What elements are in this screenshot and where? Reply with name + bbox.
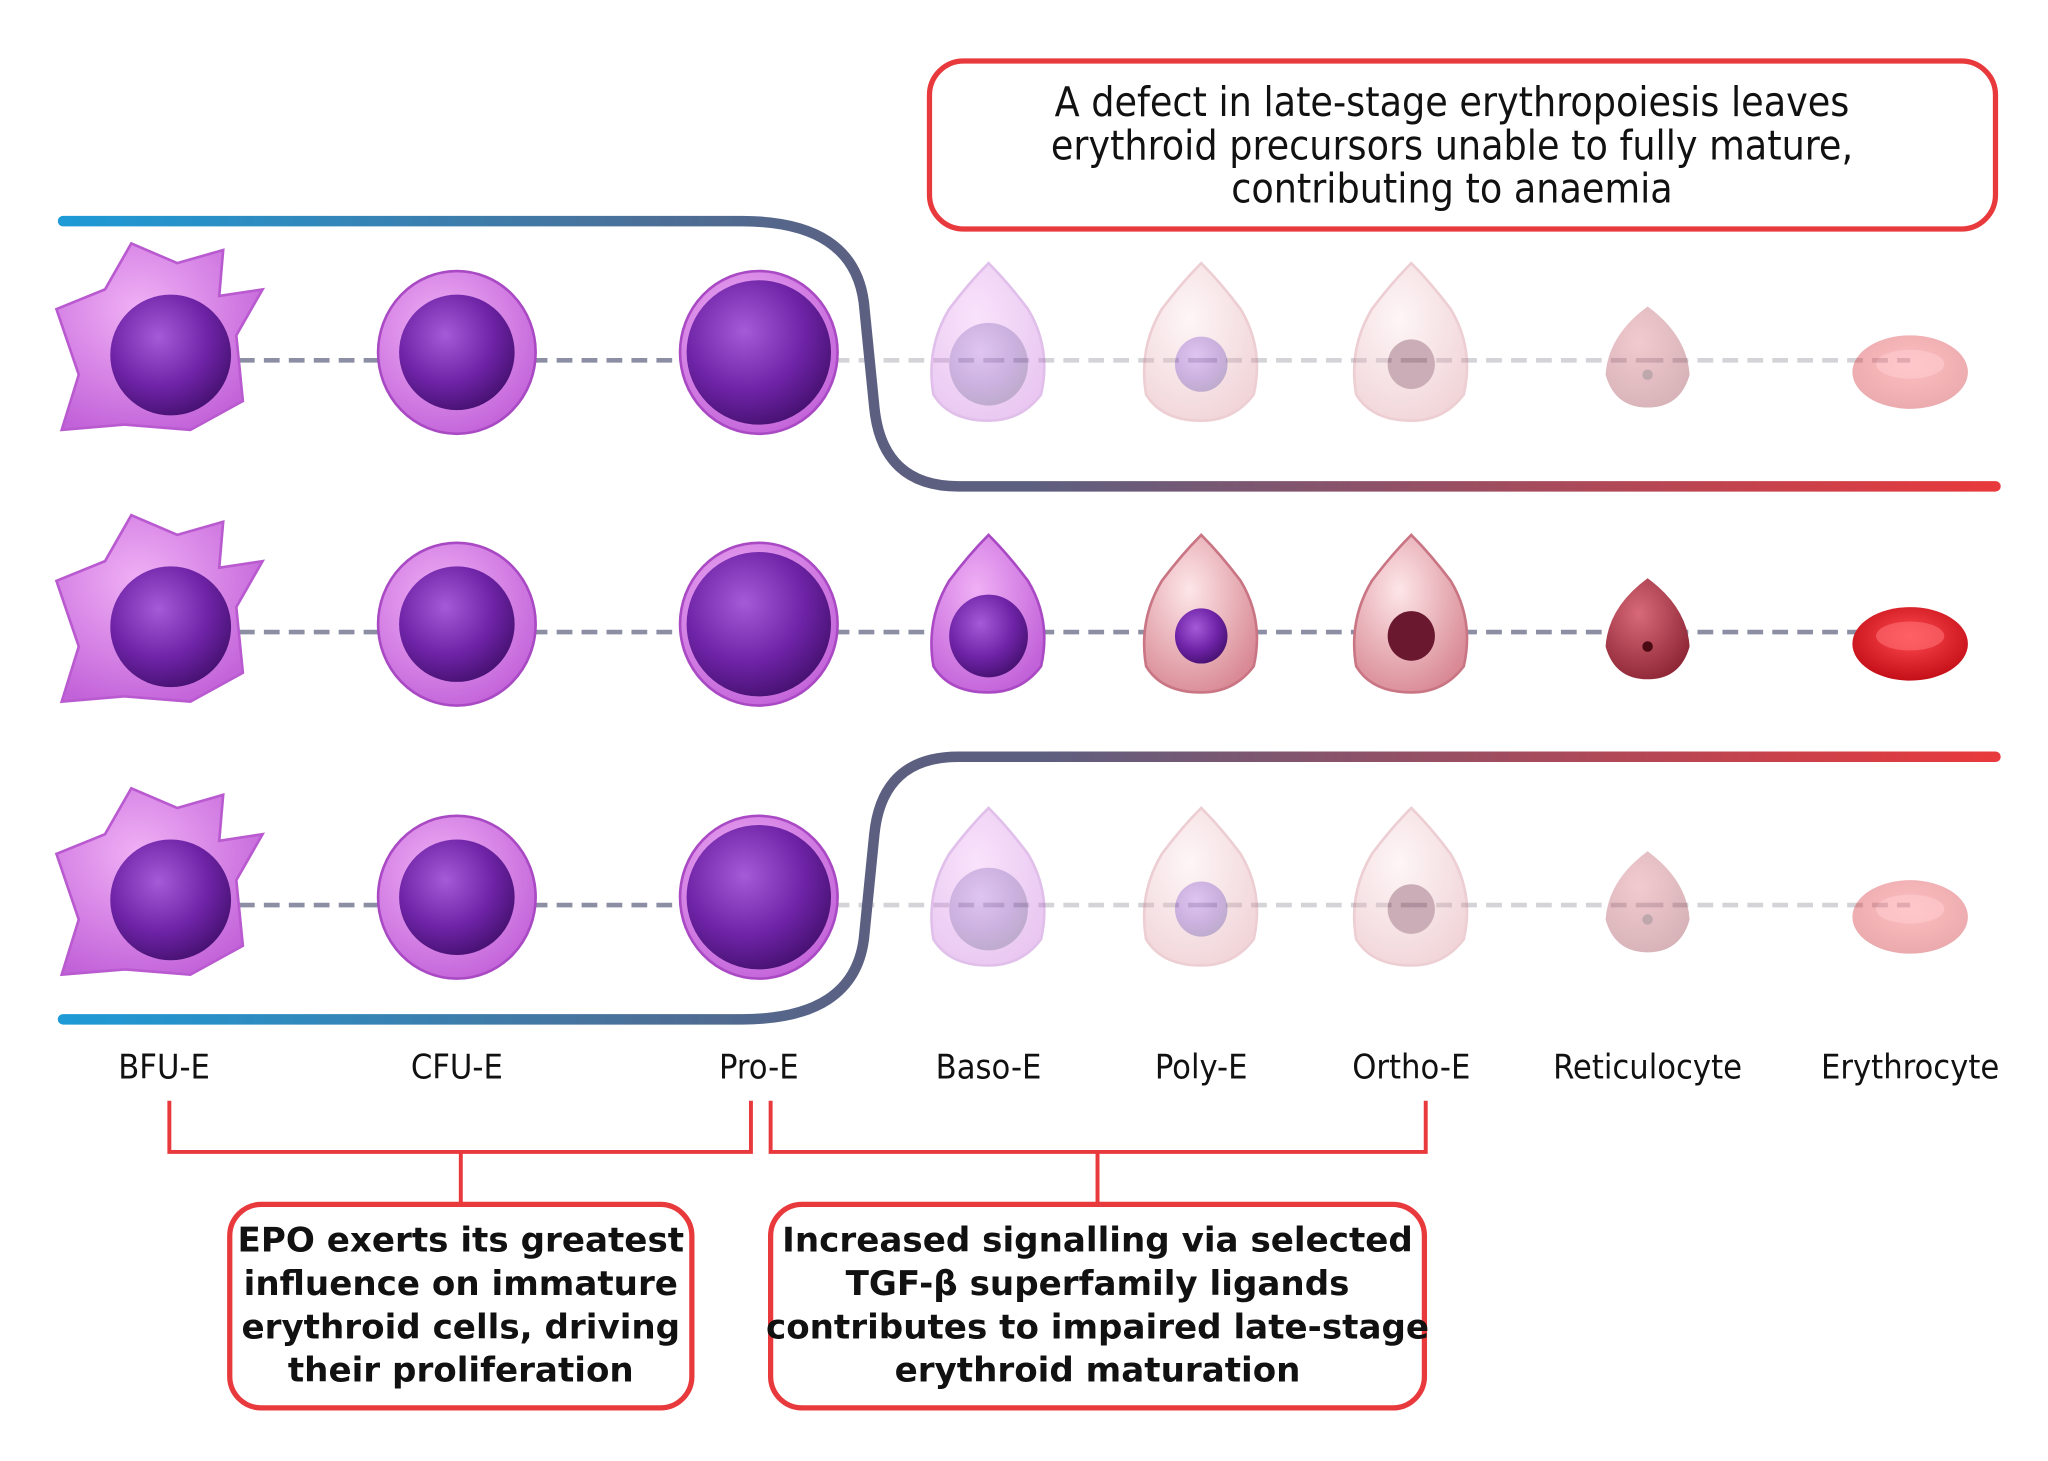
cytoplasm-shape <box>1352 806 1469 967</box>
upper-pathway-line <box>57 215 2001 492</box>
stage-label: BFU-E <box>118 1047 210 1087</box>
cell-reticulocyte <box>1605 306 1690 408</box>
nucleus-shape <box>949 867 1028 951</box>
cell-pro-e <box>678 269 839 436</box>
cell-baso-e <box>930 806 1046 967</box>
erythrocyte-dimple <box>1876 894 1945 924</box>
cell-bfu-e <box>54 241 266 432</box>
cell-ortho-e <box>1352 261 1469 422</box>
cell-poly-e <box>1142 261 1259 422</box>
right-bracket <box>768 1100 1428 1205</box>
right-callout: Increased signalling via selected TGF-β … <box>766 1201 1429 1411</box>
left-callout-line: influence on immature <box>244 1264 678 1304</box>
nucleus-shape <box>686 280 832 425</box>
cell-grid <box>54 241 1968 980</box>
nucleus-shape <box>686 551 832 697</box>
cell-baso-e <box>930 261 1046 422</box>
top-callout-line: A defect in late-stage erythropoiesis le… <box>1055 78 1850 126</box>
nucleus-shape <box>110 839 232 961</box>
right-callout-line: erythroid maturation <box>895 1351 1301 1391</box>
stage-labels: BFU-E CFU-E Pro-E Baso-E Poly-E Ortho-E Reticu… <box>118 1047 1999 1087</box>
left-callout-line: erythroid cells, driving <box>241 1307 680 1347</box>
residual-dot <box>1642 641 1653 652</box>
left-bracket <box>167 1100 753 1205</box>
residual-dot <box>1642 369 1653 380</box>
cell-cfu-e <box>376 814 537 980</box>
nucleus-shape <box>949 322 1028 406</box>
stage-label: Erythrocyte <box>1821 1047 1999 1087</box>
cell-erythrocyte <box>1852 880 1968 954</box>
nucleus-shape <box>686 825 832 970</box>
stage-label: Ortho-E <box>1352 1047 1470 1087</box>
erythrocyte-shape <box>1852 335 1968 409</box>
stage-label: Pro-E <box>719 1047 799 1087</box>
nucleus-shape <box>399 294 515 411</box>
reticulocyte-shape <box>1605 851 1690 953</box>
cell-ortho-e <box>1352 806 1469 967</box>
nucleus-shape <box>1174 608 1228 664</box>
top-callout-line: contributing to anaemia <box>1231 165 1673 213</box>
left-callout-line: EPO exerts its greatest <box>238 1221 685 1261</box>
cell-poly-e <box>1142 806 1259 967</box>
nucleus-shape <box>399 839 515 955</box>
nucleus-shape <box>1387 884 1435 934</box>
nucleus-shape <box>399 566 515 682</box>
cell-reticulocyte <box>1605 851 1690 953</box>
cytoplasm-shape <box>1352 261 1469 422</box>
right-callout-line: TGF-β superfamily ligands <box>846 1264 1350 1304</box>
lower-pathway-line <box>57 751 2001 1025</box>
right-callout-line: Increased signalling via selected <box>782 1221 1413 1261</box>
reticulocyte-shape <box>1605 578 1690 680</box>
stage-label: CFU-E <box>411 1047 503 1087</box>
cell-erythrocyte <box>1852 607 1968 681</box>
cell-bfu-e <box>54 513 266 704</box>
nucleus-shape <box>110 566 232 688</box>
reticulocyte-shape <box>1605 306 1690 408</box>
cell-bfu-e <box>54 786 266 977</box>
cell-erythrocyte <box>1852 335 1968 409</box>
nucleus-shape <box>1387 611 1435 661</box>
nucleus-shape <box>949 594 1028 678</box>
nucleus-shape <box>110 294 232 416</box>
left-callout: EPO exerts its greatest influence on imm… <box>227 1201 695 1411</box>
cell-baso-e <box>930 533 1046 694</box>
erythrocyte-dimple <box>1876 621 1945 651</box>
cell-pro-e <box>678 541 839 707</box>
cell-reticulocyte <box>1605 578 1690 680</box>
cell-ortho-e <box>1352 533 1469 694</box>
erythrocyte-shape <box>1852 880 1968 954</box>
nucleus-shape <box>1174 336 1228 392</box>
stage-label: Baso-E <box>936 1047 1042 1087</box>
erythrocyte-dimple <box>1876 349 1945 379</box>
residual-dot <box>1642 914 1653 925</box>
cell-poly-e <box>1142 533 1259 694</box>
top-callout-line: erythroid precursors unable to fully mat… <box>1051 121 1853 169</box>
cell-cfu-e <box>376 269 537 436</box>
top-callout: A defect in late-stage erythropoiesis le… <box>926 58 1999 232</box>
stage-label: Reticulocyte <box>1553 1047 1742 1087</box>
right-callout-line: contributes to impaired late-stage <box>766 1307 1429 1347</box>
nucleus-shape <box>1174 881 1228 937</box>
nucleus-shape <box>1387 339 1435 390</box>
cell-pro-e <box>678 814 839 980</box>
cell-cfu-e <box>376 541 537 707</box>
left-callout-line: their proliferation <box>288 1351 634 1391</box>
stage-label: Poly-E <box>1155 1047 1248 1087</box>
